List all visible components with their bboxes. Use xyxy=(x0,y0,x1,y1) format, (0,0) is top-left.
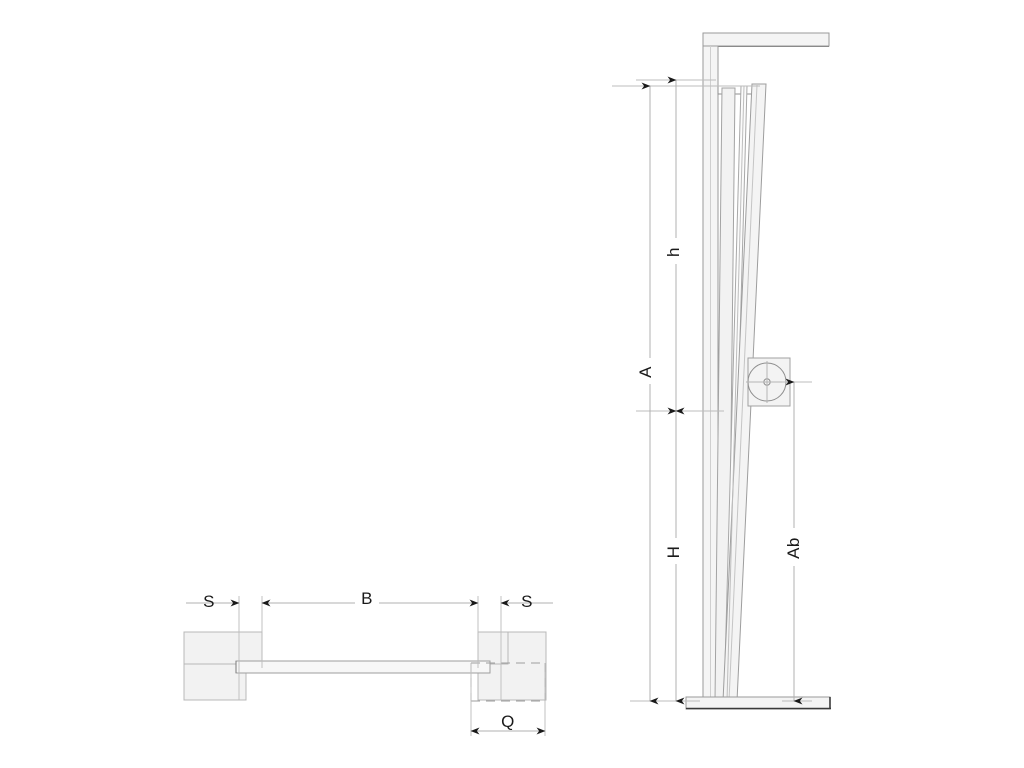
dimension-a: A xyxy=(634,82,659,705)
slanted-rail xyxy=(714,83,767,702)
dimension-s-left-label: S xyxy=(203,592,215,611)
plan-extension-lines xyxy=(238,596,546,736)
plan-connecting-rail xyxy=(235,660,491,674)
dimension-b: B xyxy=(261,586,479,608)
dimension-s-left: S xyxy=(186,592,240,611)
dimension-ab: Ab xyxy=(776,378,803,705)
dimension-h-upper: H xyxy=(661,407,685,705)
side-elevation-view: A h H Ab xyxy=(612,32,831,710)
top-plate xyxy=(702,32,830,47)
dimension-b-label: B xyxy=(361,589,373,608)
base-plate xyxy=(685,696,831,710)
plan-view: S B S Q xyxy=(183,586,553,736)
dimension-s-right: S xyxy=(500,592,553,611)
dimension-s-right-label: S xyxy=(521,592,533,611)
dimension-ab-label: Ab xyxy=(784,537,803,559)
dimension-h-label: h xyxy=(664,247,683,257)
dimension-h: h xyxy=(661,76,685,415)
plan-right-block xyxy=(477,631,547,701)
dimension-a-label: A xyxy=(636,366,655,378)
dimension-h-upper-label: H xyxy=(664,546,683,559)
dimension-q-label: Q xyxy=(501,712,515,731)
dimension-q: Q xyxy=(470,710,546,735)
